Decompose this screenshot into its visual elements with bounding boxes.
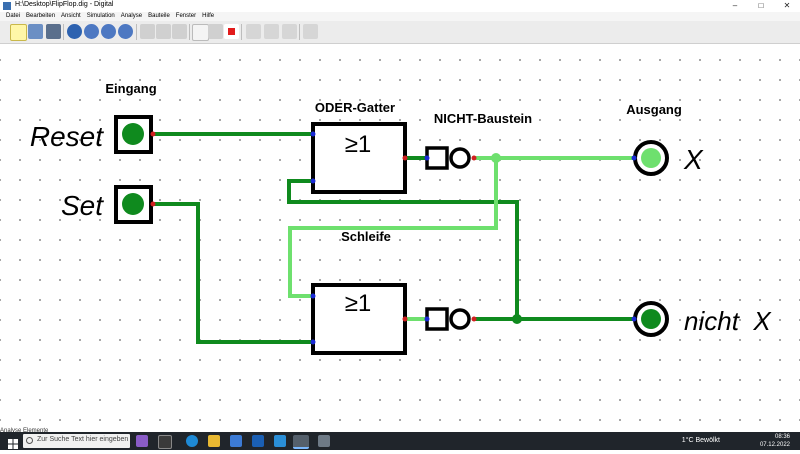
status-bar: Analyse Elemente bbox=[0, 428, 49, 434]
menu-ansicht[interactable]: Ansicht bbox=[61, 13, 81, 19]
label-output-x: X bbox=[683, 144, 704, 175]
app-icon-grey[interactable] bbox=[318, 435, 330, 447]
label-reset: Reset bbox=[30, 121, 104, 152]
menu-bearbeiten[interactable]: Bearbeiten bbox=[26, 13, 56, 19]
label-set: Set bbox=[61, 190, 104, 221]
junction-dot bbox=[512, 314, 522, 324]
pin-icon[interactable] bbox=[282, 24, 297, 39]
new-icon[interactable] bbox=[10, 24, 27, 41]
not-gate-1[interactable] bbox=[424, 146, 477, 170]
output-x[interactable] bbox=[631, 140, 669, 176]
app-icon bbox=[3, 2, 11, 10]
close-button[interactable]: ✕ bbox=[783, 1, 791, 10]
input-set[interactable] bbox=[114, 185, 156, 224]
clock-time: 08:36 bbox=[774, 434, 790, 440]
clock[interactable]: 08:36 07.12.2022 bbox=[760, 433, 790, 449]
save-icon[interactable] bbox=[46, 24, 61, 39]
store-icon[interactable] bbox=[230, 435, 242, 447]
minimize-button[interactable]: – bbox=[732, 1, 738, 10]
wire-feedback-nicht-x bbox=[287, 179, 519, 319]
menu-analyse[interactable]: Analyse bbox=[120, 13, 143, 19]
menu-bauteile[interactable]: Bauteile bbox=[148, 13, 170, 19]
task-view-icon[interactable] bbox=[158, 435, 172, 449]
cursor-icon[interactable] bbox=[303, 24, 318, 39]
redo-icon[interactable] bbox=[156, 24, 171, 39]
select-icon[interactable] bbox=[246, 24, 261, 39]
circuit-canvas[interactable]: ≥1 ≥1 bbox=[0, 44, 800, 432]
mail-icon[interactable] bbox=[252, 435, 264, 447]
menu-fenster[interactable]: Fenster bbox=[175, 13, 197, 19]
or-gate-2-symbol: ≥1 bbox=[345, 290, 372, 317]
wire-set bbox=[153, 202, 313, 344]
file-explorer-icon[interactable] bbox=[208, 435, 220, 447]
menu-simulation[interactable]: Simulation bbox=[86, 13, 115, 19]
or-gate-2[interactable]: ≥1 bbox=[310, 283, 408, 355]
delete-icon[interactable] bbox=[172, 24, 187, 39]
circuit-drawing: ≥1 ≥1 bbox=[30, 81, 772, 355]
stop-icon[interactable] bbox=[224, 24, 239, 39]
label-ausgang: Ausgang bbox=[626, 102, 682, 117]
taskbar-search-placeholder: Zur Suche Text hier eingeben bbox=[37, 436, 129, 443]
run-icon[interactable] bbox=[192, 24, 209, 41]
output-nicht-x[interactable] bbox=[631, 301, 669, 337]
weather-status[interactable]: 1°C Bewölkt bbox=[681, 437, 720, 444]
step-back-icon[interactable] bbox=[208, 24, 223, 39]
clock-date: 07.12.2022 bbox=[759, 442, 790, 448]
zoom-fit-icon[interactable] bbox=[118, 24, 133, 39]
zoom-in-icon[interactable] bbox=[84, 24, 99, 39]
menu-datei[interactable]: Datei bbox=[6, 13, 21, 19]
zoom-out-icon[interactable] bbox=[101, 24, 116, 39]
widgets-app-icon[interactable] bbox=[136, 435, 148, 447]
label-nicht-baustein: NICHT-Baustein bbox=[434, 111, 532, 126]
window-title: H:\Desktop\FlipFlop.dig - Digital bbox=[15, 1, 114, 8]
undo-icon[interactable] bbox=[140, 24, 155, 39]
analyse-icon[interactable] bbox=[264, 24, 279, 39]
menu-hilfe[interactable]: Hilfe bbox=[202, 13, 215, 19]
taskbar-search-input[interactable]: Zur Suche Text hier eingeben bbox=[23, 434, 130, 448]
help-icon[interactable] bbox=[67, 24, 82, 39]
junction-dot bbox=[491, 153, 501, 163]
label-eingang: Eingang bbox=[105, 81, 156, 96]
taskbar: Zur Suche Text hier eingeben 1°C Bewölkt… bbox=[0, 432, 800, 450]
toolbar bbox=[0, 21, 800, 44]
search-icon bbox=[26, 437, 33, 444]
edge-browser-icon[interactable] bbox=[186, 435, 198, 447]
maximize-button[interactable]: □ bbox=[758, 1, 764, 10]
digital-app-icon[interactable] bbox=[293, 435, 309, 449]
open-icon[interactable] bbox=[28, 24, 43, 39]
menu-bar: Datei Bearbeiten Ansicht Simulation Analyse B… bbox=[0, 12, 800, 21]
or-gate-1[interactable]: ≥1 bbox=[310, 122, 408, 194]
windows-start-icon[interactable] bbox=[8, 436, 18, 449]
not-gate-2[interactable] bbox=[424, 307, 477, 331]
label-oder-gatter: ODER-Gatter bbox=[315, 100, 395, 115]
or-gate-1-symbol: ≥1 bbox=[345, 131, 372, 158]
label-output-nicht-x: nicht X bbox=[684, 306, 772, 336]
app-icon-blue[interactable] bbox=[274, 435, 286, 447]
input-reset[interactable] bbox=[114, 115, 156, 154]
wire-feedback-x bbox=[288, 158, 498, 298]
label-schleife: Schleife bbox=[341, 229, 391, 244]
